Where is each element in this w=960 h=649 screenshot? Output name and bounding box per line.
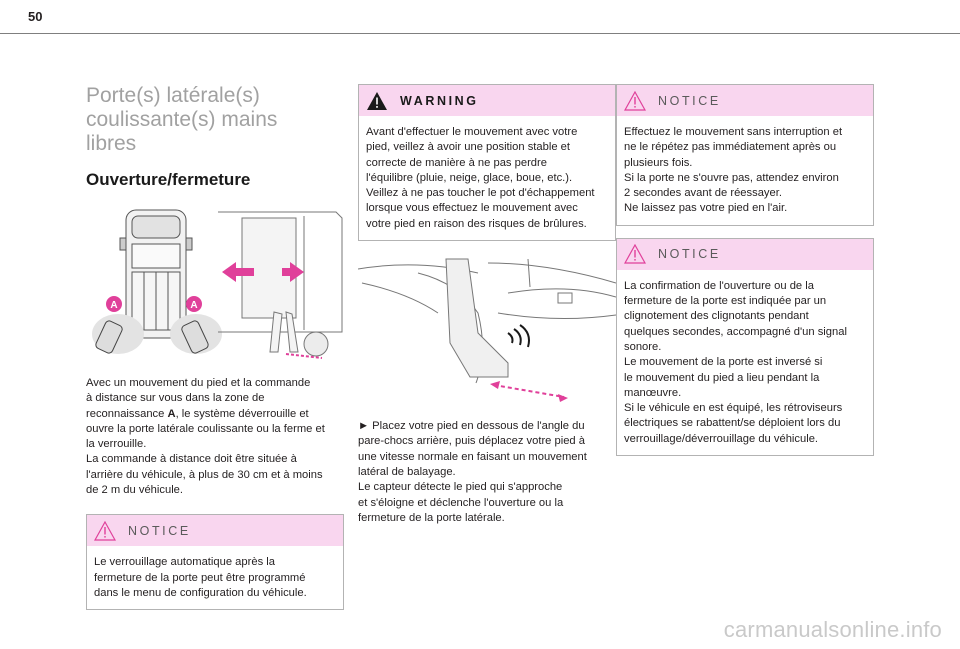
van-top-view-figure: A A — [86, 202, 344, 362]
foot-under-bumper-illustration — [357, 258, 617, 403]
notice-box-movement: NOTICE Effectuez le mouvement sans inter… — [616, 84, 874, 226]
page-number: 50 — [28, 9, 43, 24]
notice-text: Le verrouillage automatique après la fer… — [94, 556, 307, 599]
notice-header: NOTICE — [87, 515, 343, 547]
warning-triangle-icon — [624, 90, 646, 111]
intro-text-1: Avec un mouvement du pied et la commande… — [86, 377, 311, 420]
warning-box: WARNING Avant d'effectuer le mouvement a… — [358, 84, 616, 242]
van-top-view-illustration: A A — [92, 209, 343, 359]
warning-text: Avant d'effectuer le mouvement avec votr… — [366, 126, 595, 230]
column-middle: WARNING Avant d'effectuer le mouvement a… — [357, 84, 617, 526]
notice-text: Effectuez le mouvement sans interruption… — [624, 126, 843, 215]
notice-text: La confirmation de l'ouverture ou de la … — [624, 279, 847, 445]
notice-box-confirmation: NOTICE La confirmation de l'ouverture ou… — [616, 237, 874, 457]
section-title: Porte(s) latérale(s) coulissante(s) main… — [86, 84, 278, 155]
notice-header: NOTICE — [617, 85, 873, 116]
header-rule — [0, 33, 960, 34]
column-right: NOTICE Effectuez le mouvement sans inter… — [616, 84, 874, 457]
watermark: carmanualsonline.info — [723, 617, 942, 642]
marker-a-right: A — [190, 300, 197, 311]
intro-paragraph: Avec un mouvement du pied et la commande… — [86, 376, 344, 498]
zone-reference: A — [167, 407, 176, 420]
warning-triangle-icon — [94, 520, 116, 541]
warning-triangle-icon — [624, 244, 646, 264]
notice-title: NOTICE — [658, 247, 721, 262]
intro-text-2: , le système déverrouille et ouvre la po… — [86, 407, 325, 497]
notice-box-autolock: NOTICE Le verrouillage automatique après… — [86, 514, 344, 611]
marker-a-left: A — [110, 300, 117, 311]
notice-title: NOTICE — [128, 523, 191, 538]
warning-title: WARNING — [400, 93, 479, 108]
warning-header: WARNING — [359, 85, 615, 116]
instruction-text: ► Placez votre pied en dessous de l'angl… — [358, 420, 587, 524]
subsection-title: Ouverture/fermeture — [86, 170, 251, 189]
warning-triangle-filled-icon — [367, 91, 387, 110]
foot-sensor-figure — [357, 253, 617, 406]
notice-header: NOTICE — [617, 238, 873, 270]
notice-title: NOTICE — [658, 93, 721, 108]
column-left: Porte(s) latérale(s) coulissante(s) main… — [86, 84, 344, 611]
